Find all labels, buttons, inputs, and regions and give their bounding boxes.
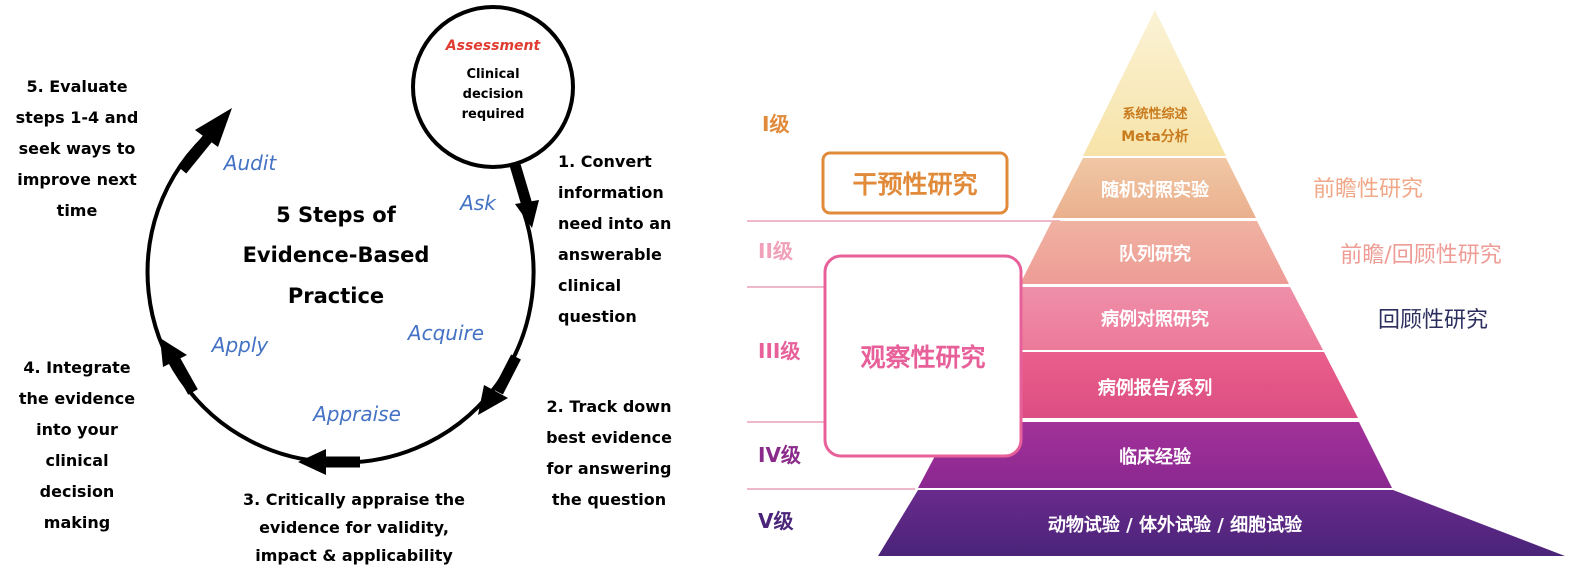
- assessment-label: Assessment: [445, 38, 542, 54]
- cycle-title-line-3: Practice: [288, 284, 384, 308]
- step-1-text: 1. Convert information need into an answ…: [558, 152, 671, 326]
- level-label-2: II级: [758, 239, 793, 263]
- layer-text-case-control: 病例对照研究: [1101, 308, 1209, 330]
- phase-ask: Ask: [458, 191, 497, 215]
- step-3-line: impact & applicability: [255, 546, 453, 565]
- cycle-arrow-audit: [177, 108, 232, 174]
- step-4-line: the evidence: [19, 389, 135, 408]
- cycle-ring: [145, 126, 536, 465]
- layer-text-case-report: 病例报告/系列: [1098, 377, 1213, 399]
- step-4-line: into your: [36, 420, 118, 439]
- step-2-line: for answering: [547, 459, 672, 478]
- step-5-line: 5. Evaluate: [26, 77, 127, 96]
- step-5-line: seek ways to: [19, 139, 136, 158]
- cycle-arrow-appraise: [298, 449, 360, 475]
- cycle-arrow-apply: [160, 338, 198, 395]
- assessment-line-3: required: [462, 107, 525, 122]
- step-3-line: 3. Critically appraise the: [243, 490, 465, 509]
- step-5-line: time: [57, 201, 98, 220]
- cycle-title-line-1: 5 Steps of: [276, 203, 397, 227]
- step-2-line: best evidence: [546, 428, 672, 447]
- intervention-study-label: 干预性研究: [852, 170, 977, 199]
- layer-text-meta-analysis: Meta分析: [1121, 128, 1189, 145]
- observational-study-box: [823, 254, 1023, 458]
- pyramid-layer-case-control: [987, 287, 1323, 350]
- step-2-text: 2. Track down best evidence for answerin…: [546, 397, 672, 509]
- layer-text-clinical-experience: 临床经验: [1119, 446, 1192, 468]
- assessment-line-1: Clinical: [466, 67, 519, 82]
- pyramid-layer-meta: [1083, 10, 1226, 156]
- level-label-1: I级: [762, 112, 789, 136]
- level-label-5: V级: [758, 509, 793, 533]
- step-5-line: improve next: [17, 170, 137, 189]
- layer-text-rct: 随机对照实验: [1101, 179, 1210, 201]
- step-1-line: 1. Convert: [558, 152, 652, 171]
- step-3-text: 3. Critically appraise the evidence for …: [243, 490, 465, 565]
- layer-text-cohort: 队列研究: [1119, 243, 1191, 265]
- phase-apply: Apply: [210, 333, 270, 357]
- cycle-arrow-ask: [507, 156, 539, 228]
- step-3-line: evidence for validity,: [259, 518, 449, 537]
- step-2-line: the question: [552, 490, 666, 509]
- pyramid-layer-cohort: [1020, 221, 1289, 284]
- step-1-line: answerable: [558, 245, 662, 264]
- phase-acquire: Acquire: [406, 321, 484, 345]
- level-label-3: III级: [758, 339, 800, 363]
- phase-appraise: Appraise: [311, 402, 401, 426]
- intervention-study-box: [821, 151, 1009, 215]
- step-4-line: making: [44, 513, 110, 532]
- pyramid-layer-animal: [878, 490, 1565, 556]
- pyramid-layer-rct: [1052, 158, 1256, 218]
- step-4-text: 4. Integrate the evidence into your clin…: [19, 358, 135, 532]
- cycle-arrow-acquire: [478, 354, 521, 415]
- layer-text-animal-invitro-cell: 动物试验 / 体外试验 / 细胞试验: [1048, 514, 1303, 536]
- step-4-line: clinical: [45, 451, 108, 470]
- step-1-line: need into an: [558, 214, 671, 233]
- side-label-prospective-retrospective: 前瞻/回顾性研究: [1340, 243, 1501, 268]
- ebp-cycle-diagram: Assessment Clinical decision required 5 …: [16, 5, 672, 565]
- assessment-circle: [411, 5, 575, 169]
- cycle-title-line-2: Evidence-Based: [243, 243, 430, 267]
- layer-text-systematic-review: 系统性综述: [1122, 106, 1187, 122]
- pyramid-layer-case-report: [953, 352, 1358, 418]
- phase-audit: Audit: [222, 151, 278, 175]
- step-1-line: clinical: [558, 276, 621, 295]
- observational-study-label: 观察性研究: [860, 343, 985, 372]
- side-label-prospective: 前瞻性研究: [1313, 177, 1423, 202]
- pyramid-layer-clinical: [918, 422, 1392, 488]
- step-4-line: 4. Integrate: [23, 358, 130, 377]
- step-5-line: steps 1-4 and: [16, 108, 139, 127]
- step-5-text: 5. Evaluate steps 1-4 and seek ways to i…: [16, 77, 139, 220]
- assessment-line-2: decision: [463, 87, 524, 102]
- step-1-line: information: [558, 183, 664, 202]
- step-4-line: decision: [40, 482, 115, 501]
- side-label-retrospective: 回顾性研究: [1378, 308, 1488, 333]
- level-label-4: IV级: [758, 443, 801, 467]
- step-1-line: question: [558, 307, 637, 326]
- step-2-line: 2. Track down: [547, 397, 672, 416]
- evidence-pyramid-diagram: 系统性综述 Meta分析 随机对照实验 队列研究 病例对照研究 病例报告/系列 …: [747, 10, 1565, 556]
